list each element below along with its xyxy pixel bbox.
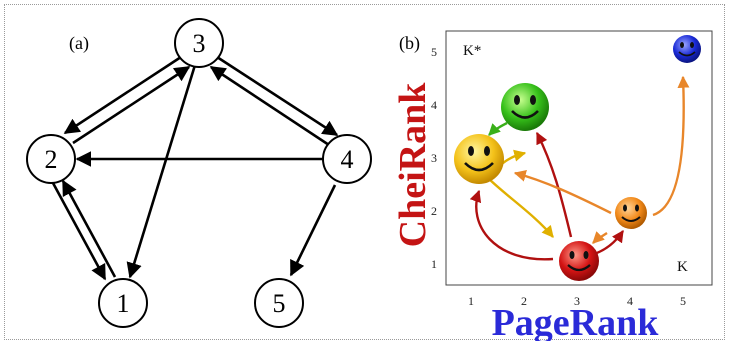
y-tick: 3: [431, 151, 437, 165]
y-ticks: 1 2 3 4 5: [431, 45, 437, 271]
edge-2-to-1: [51, 182, 107, 281]
panel-b: (b) 1 2 3 4 5 1 2 3 4 5 K* K: [392, 30, 713, 341]
corner-label-k: K: [677, 259, 688, 275]
x-ticks: 1 2 3 4 5: [468, 294, 686, 308]
rank-arrows: [469, 75, 690, 261]
node-1: 1: [98, 278, 148, 328]
y-tick: 1: [431, 257, 437, 271]
x-axis-title: PageRank: [492, 302, 660, 341]
y-tick: 5: [431, 45, 437, 59]
x-tick: 1: [468, 294, 474, 308]
x-tick: 3: [574, 294, 580, 308]
plot-frame: [445, 30, 713, 286]
edge-3-to-2: [63, 55, 182, 135]
arrow-orange-to-yellow: [513, 169, 612, 215]
corner-label-k-star: K*: [463, 43, 481, 59]
arrow-green-to-yellow: [488, 121, 508, 136]
node-4: 4: [322, 134, 372, 184]
y-tick: 4: [431, 98, 437, 112]
node-2: 2: [26, 134, 76, 184]
figure: (a) 3 2 4: [4, 4, 725, 341]
edge-4-to-5: [289, 184, 337, 277]
edge-3-to-4: [216, 55, 339, 137]
arrow-red-to-green: [535, 131, 573, 238]
node-5-label: 5: [273, 289, 286, 318]
panel-a: (a) 3 2 4: [26, 18, 372, 328]
y-tick: 2: [431, 204, 437, 218]
panel-a-label: (a): [69, 33, 89, 54]
panel-b-label: (b): [399, 33, 420, 54]
edge-2-to-3: [72, 65, 191, 145]
figure-canvas: (a) 3 2 4: [26, 18, 713, 341]
face-green: [501, 83, 549, 131]
node-4-label: 4: [341, 145, 354, 174]
face-orange: [615, 197, 647, 229]
x-tick: 2: [521, 294, 527, 308]
arrow-orange-to-red: [592, 231, 608, 244]
edge-1-to-2: [61, 179, 117, 278]
y-axis-title: CheiRank: [392, 82, 434, 248]
node-3: 3: [174, 18, 224, 68]
arrow-yellow-to-green: [502, 149, 527, 164]
arrow-red-to-yellow: [469, 189, 554, 261]
graph-edges: [51, 55, 339, 281]
x-tick: 5: [680, 294, 686, 308]
node-3-label: 3: [193, 29, 206, 58]
node-1-label: 1: [117, 289, 130, 318]
face-blue: [673, 35, 701, 63]
arrow-yellow-to-red: [486, 176, 554, 238]
face-yellow: [454, 134, 504, 184]
edge-4-to-3: [209, 65, 330, 147]
x-tick: 4: [627, 294, 633, 308]
edge-3-to-1: [126, 64, 197, 279]
arrow-orange-to-blue: [652, 75, 690, 217]
node-2-label: 2: [45, 145, 58, 174]
node-5: 5: [254, 278, 304, 328]
face-red: [559, 241, 599, 281]
